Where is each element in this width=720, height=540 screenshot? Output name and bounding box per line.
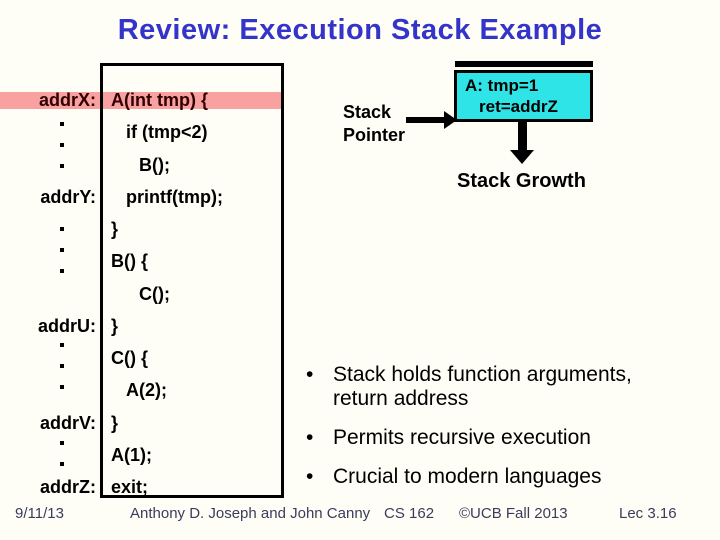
code-row: C(); (0, 283, 284, 305)
code-line: C() { (111, 348, 148, 368)
code-line: exit; (111, 477, 149, 497)
code-row: addrX: A(int tmp) { (0, 89, 284, 111)
ellipsis-dot (60, 462, 64, 466)
code-row: A(1); (0, 444, 284, 466)
frame-return-address-text: ret=addrZ (479, 97, 558, 116)
code-row: addrV:} (0, 412, 284, 434)
code-line: C(); (139, 283, 170, 304)
stack-frame-box: A: tmp=1 ret=addrZ (454, 70, 593, 122)
address-label: addrU: (38, 315, 96, 336)
code-row: B(); (0, 154, 284, 176)
ellipsis-dot (60, 441, 64, 445)
code-line: B() { (111, 251, 148, 272)
code-line: printf(tmp); (126, 186, 223, 207)
footer: 9/11/13 Anthony D. Joseph and John Canny… (0, 505, 720, 525)
bullet-dot-icon: • (306, 363, 314, 386)
stack-pointer-label-line2: Pointer (343, 125, 406, 145)
stack-pointer-arrow-head-icon (444, 111, 457, 129)
frame-variable-text: A: tmp=1 (465, 76, 539, 95)
code-line: if (tmp<2) (126, 122, 208, 143)
bullet-dot-icon: • (306, 426, 314, 449)
code-row: addrZ: exit; (0, 476, 284, 498)
stack-pointer-label: Stack Pointer (343, 101, 405, 147)
ellipsis-dot (60, 122, 64, 126)
ellipsis-dot (60, 343, 64, 347)
code-row: A(2); (0, 379, 284, 401)
code-listing-box (100, 63, 284, 498)
stack-pointer-arrow-shaft (406, 117, 445, 123)
ellipsis-dot (60, 164, 64, 168)
code-line: A(2); (126, 380, 167, 401)
stack-growth-label: Stack Growth (457, 170, 586, 192)
address-label: addrY: (40, 186, 96, 207)
footer-copyright: ©UCB Fall 2013 (459, 505, 568, 522)
bullet-dot-icon: • (306, 465, 314, 488)
stack-pointer-label-line1: Stack (343, 102, 392, 122)
footer-course: CS 162 (384, 505, 435, 522)
address-label: addrX: (38, 90, 96, 110)
footer-date: 9/11/13 (15, 505, 64, 522)
code-row: } (0, 218, 284, 240)
footer-lecture-number: Lec 3.16 (619, 505, 677, 522)
code-line: A(int tmp) { (111, 90, 208, 110)
address-dot-group (60, 122, 64, 185)
code-row: B() { (0, 250, 284, 272)
code-line: } (111, 315, 119, 336)
code-line: A(1); (111, 444, 152, 465)
highlight-band (0, 92, 284, 109)
footer-authors: Anthony D. Joseph and John Canny (130, 505, 371, 522)
bullet-list: • Stack holds function arguments, return … (306, 363, 688, 504)
ellipsis-dot (60, 248, 64, 252)
bullet-item: • Permits recursive execution (306, 426, 688, 450)
ellipsis-dot (60, 143, 64, 147)
bullet-text: Stack holds function arguments, return a… (333, 363, 632, 410)
code-row: addrY: printf(tmp); (0, 186, 284, 208)
code-line: } (111, 219, 119, 239)
address-dot-group (60, 343, 64, 406)
bullet-text: Permits recursive execution (333, 426, 591, 449)
stack-growth-arrow-head-icon (510, 150, 534, 164)
stack-top-bar (455, 61, 593, 67)
stack-growth-arrow-shaft (518, 122, 527, 150)
code-line: B(); (139, 154, 170, 175)
address-label: addrZ: (40, 477, 96, 497)
ellipsis-dot (60, 227, 64, 231)
code-line: } (111, 412, 119, 433)
bullet-item: • Stack holds function arguments, return … (306, 363, 688, 411)
ellipsis-dot (60, 364, 64, 368)
address-dot-group (60, 441, 64, 483)
ellipsis-dot (60, 269, 64, 273)
ellipsis-dot (60, 385, 64, 389)
page-title: Review: Execution Stack Example (117, 14, 603, 46)
address-dot-group (60, 227, 64, 290)
code-row: addrU:} (0, 315, 284, 337)
code-row: C() { (0, 347, 284, 369)
bullet-text: Crucial to modern languages (333, 465, 602, 488)
address-label: addrV: (39, 412, 96, 433)
bullet-item: • Crucial to modern languages (306, 465, 688, 489)
code-row: if (tmp<2) (0, 121, 284, 143)
